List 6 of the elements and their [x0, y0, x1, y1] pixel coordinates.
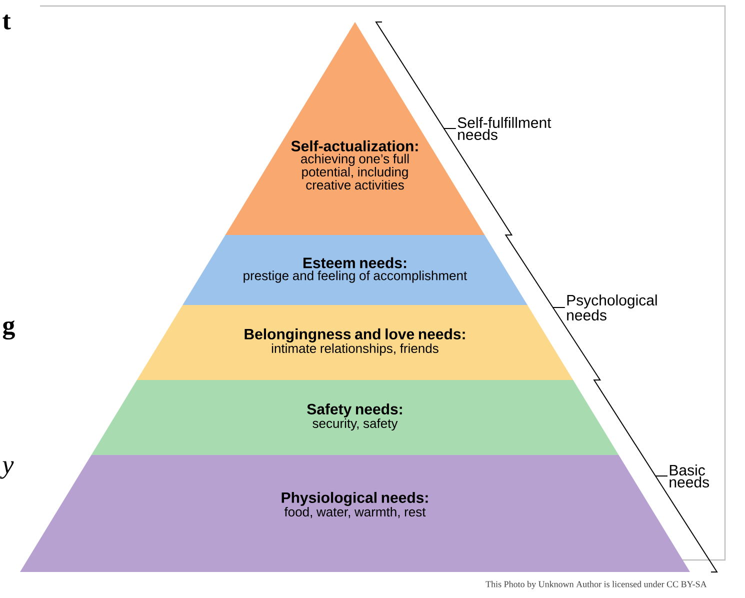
cut-off-text: t	[2, 14, 11, 30]
pyramid-level: Safety needs: security, safety	[91, 380, 619, 455]
cut-off-text: y	[0, 461, 14, 479]
cut-off-text: g	[2, 320, 15, 340]
credit-line: This Photo by Unknown Author is licensed under CC BY-SA	[486, 580, 707, 590]
pyramid-level: Esteem needs: prestige and feeling of accomplishment	[182, 235, 528, 305]
